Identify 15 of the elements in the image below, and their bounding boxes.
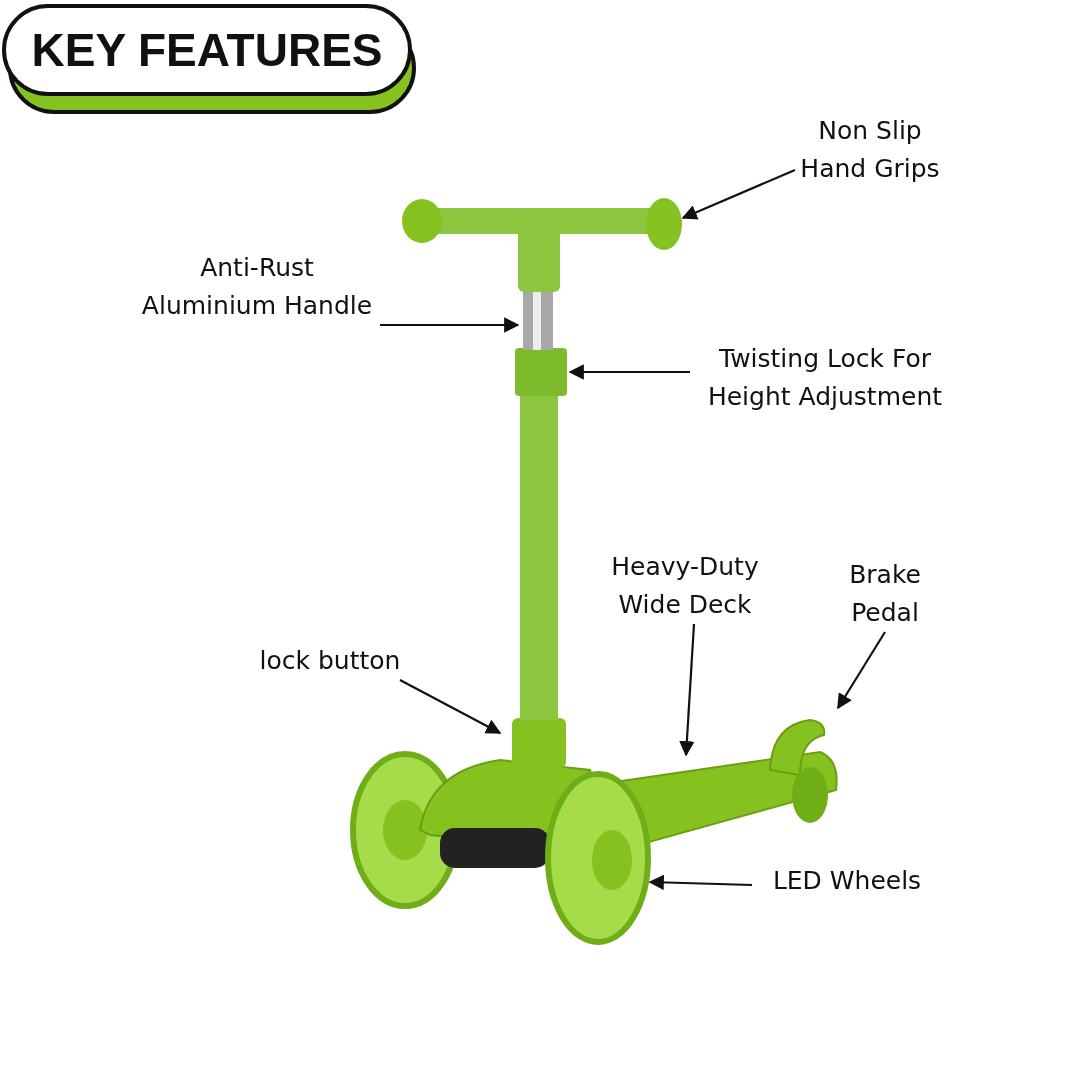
leader-arrow	[679, 623, 696, 757]
leader-arrow	[837, 631, 886, 710]
callout-label: Non Slip Hand Grips	[795, 112, 945, 188]
leader-arrow	[380, 317, 520, 333]
callout-label: lock button	[245, 642, 415, 680]
title: KEY FEATURES	[31, 23, 383, 77]
callout-label: Heavy-Duty Wide Deck	[590, 548, 780, 624]
callout-label: LED Wheels	[752, 862, 942, 900]
callout-label: Anti-Rust Aluminium Handle	[132, 249, 382, 325]
leader-arrow	[681, 169, 796, 220]
leader-arrow	[648, 874, 753, 891]
callout-label: Brake Pedal	[820, 556, 950, 632]
callout-label: Twisting Lock For Height Adjustment	[690, 340, 960, 416]
leader-arrow	[399, 679, 502, 734]
leader-arrow	[568, 364, 690, 380]
